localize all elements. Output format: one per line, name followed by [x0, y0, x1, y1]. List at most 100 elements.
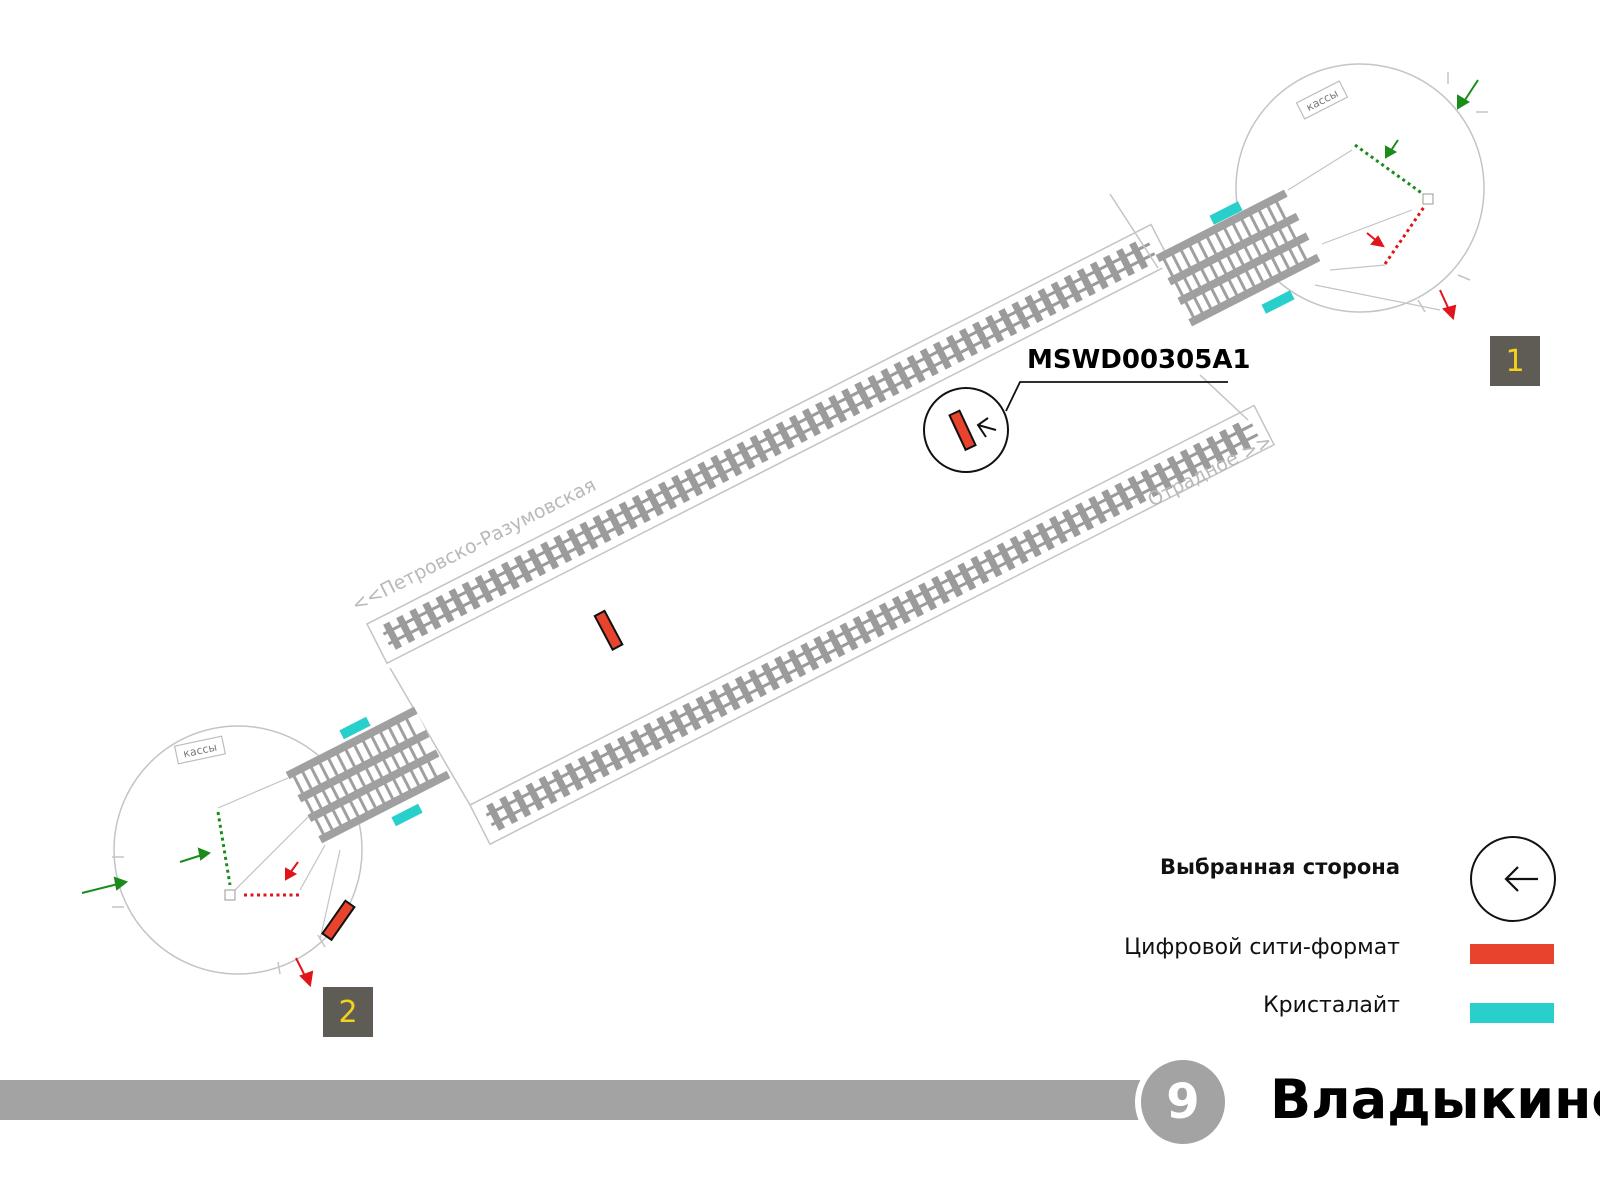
track-tie	[644, 488, 664, 517]
entry-arrow-icon	[81, 847, 212, 894]
track-tie	[618, 501, 638, 530]
track-tie	[919, 348, 939, 377]
track-tie	[1024, 294, 1044, 323]
track-tie	[958, 328, 978, 357]
track-tie	[603, 742, 623, 771]
vestibule-1: кассы	[1155, 63, 1488, 327]
track-tie	[983, 549, 1003, 578]
stair-step	[1256, 206, 1292, 273]
track-tie	[998, 308, 1018, 337]
track-tie	[1009, 535, 1029, 564]
exit-badge-2: 2	[323, 987, 373, 1037]
track-tie	[1166, 455, 1186, 484]
track-tie	[880, 368, 900, 397]
entry-arrow-icon	[1385, 79, 1479, 159]
track-tie	[1102, 254, 1122, 283]
track-tie	[815, 401, 835, 430]
metro-line-number: 9	[1135, 1054, 1231, 1150]
exit-arrow-icon	[1366, 232, 1457, 321]
exit-number-2: 2	[338, 994, 358, 1030]
track-tie	[931, 575, 951, 604]
track-tie	[592, 514, 612, 544]
track-tie	[826, 629, 846, 658]
track-tie	[891, 595, 911, 624]
track-tie	[551, 769, 571, 798]
crystallite-panel-1a	[1209, 201, 1243, 225]
stair-step	[1264, 202, 1301, 269]
track-tie	[1075, 502, 1095, 531]
track-tie	[1205, 435, 1225, 464]
track-tie	[540, 541, 560, 570]
track-tie	[525, 782, 545, 811]
metro-line-bar	[0, 1080, 1145, 1120]
track-tie	[538, 775, 558, 805]
track-tie	[435, 594, 455, 624]
track-tie	[605, 508, 625, 537]
track-tie	[708, 689, 728, 718]
track-tie	[787, 649, 807, 678]
track-tie	[695, 695, 715, 725]
track-tie	[1037, 288, 1057, 317]
stairs-1	[1155, 189, 1321, 327]
track-tie	[566, 528, 586, 557]
stair-step	[368, 732, 405, 799]
station-name: Владыкино	[1270, 1068, 1600, 1131]
track-tie	[383, 621, 403, 650]
legend-crystallite: Кристалайт	[1263, 993, 1400, 1018]
legend-selected-side: Выбранная сторона	[1159, 855, 1400, 879]
track-tie	[1192, 442, 1212, 471]
vestibule-2: кассы	[81, 706, 451, 988]
track-tie	[801, 408, 821, 437]
track-tie	[682, 702, 702, 731]
selected-digital-panel	[948, 409, 977, 452]
track-tie	[630, 729, 650, 758]
track-tie	[1232, 422, 1252, 451]
exit-arrow-icon	[285, 861, 314, 988]
track-tie	[1022, 529, 1042, 558]
track-tie	[1101, 489, 1121, 518]
track-tie	[734, 675, 754, 705]
track-tie	[643, 722, 663, 751]
track-tie	[684, 468, 704, 497]
stair-step	[1186, 242, 1223, 308]
track-tie	[513, 554, 533, 584]
track-tie	[747, 669, 767, 698]
track-tie	[865, 609, 885, 638]
track-tie	[813, 635, 833, 665]
track-tie	[710, 454, 730, 484]
selected-panel-code: MSWD00305A1	[1027, 345, 1251, 375]
track-tie	[1076, 268, 1096, 297]
track-tie	[697, 461, 717, 490]
track-tie	[1140, 469, 1160, 498]
track-tie	[1116, 248, 1135, 277]
legend-crystallite-swatch	[1470, 1003, 1554, 1023]
track-tie	[970, 555, 990, 584]
stair-step	[1195, 237, 1232, 304]
track-tie	[867, 374, 887, 403]
turnstiles-entry-2	[216, 811, 232, 886]
stair-step	[291, 772, 327, 838]
track-tie	[631, 494, 651, 524]
track-tie	[657, 481, 677, 510]
stair-step	[1230, 220, 1266, 286]
track-tie	[1129, 241, 1149, 270]
track-tie	[972, 321, 992, 350]
stair-step	[394, 719, 431, 786]
turnstiles-entry-1	[1354, 143, 1424, 196]
digital-panel-platform	[593, 609, 624, 651]
stair-step	[1213, 228, 1249, 295]
track-tie	[906, 354, 926, 383]
stair-step	[1238, 215, 1275, 282]
track-tie	[564, 762, 584, 791]
stair-step	[351, 741, 388, 808]
track-tie	[577, 755, 597, 785]
track-tie	[1048, 515, 1068, 544]
stair-step	[343, 745, 379, 812]
track-tie	[1035, 522, 1055, 551]
stair-step	[1178, 246, 1214, 313]
track-tie	[904, 589, 924, 618]
stair-step	[1273, 198, 1309, 264]
crystallite-panel-1b	[1261, 290, 1295, 314]
track-tie	[996, 542, 1016, 571]
track-tie	[775, 421, 795, 450]
